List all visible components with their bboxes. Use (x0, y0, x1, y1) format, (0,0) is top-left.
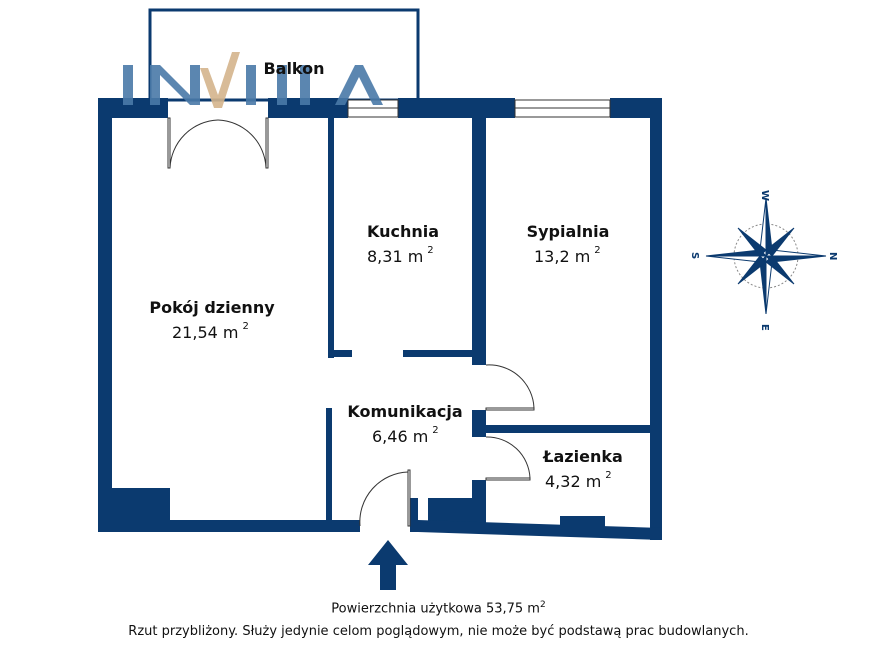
invilla-logo (123, 52, 383, 108)
area-sup: 2 (605, 470, 611, 481)
area-sup: 2 (242, 321, 248, 332)
svg-text:21,54 m2: 21,54 m 2 (172, 321, 249, 342)
room-kuchnia-label: Kuchnia (367, 222, 439, 241)
compass-rose-icon: W E N S (689, 190, 838, 331)
total-area-text: Powierzchnia użytkowa 53,75 m (331, 601, 540, 617)
room-sypialnia-area: 13,2 m (534, 247, 590, 266)
room-komunikacja-area: 6,46 m (372, 427, 428, 446)
compass-w: W (759, 190, 770, 201)
room-lazienka-label: Łazienka (542, 447, 623, 466)
room-kuchnia-area: 8,31 m (367, 247, 423, 266)
total-area-sup: 2 (539, 600, 546, 610)
area-sup: 2 (594, 245, 600, 256)
walls (98, 98, 662, 540)
area-sup: 2 (427, 245, 433, 256)
compass-n: N (827, 252, 838, 260)
room-komunikacja-label: Komunikacja (347, 402, 462, 421)
room-balkon-label: Balkon (263, 59, 324, 78)
room-sypialnia-label: Sypialnia (527, 222, 610, 241)
compass-e: E (759, 324, 770, 331)
total-area: Powierzchnia użytkowa 53,75 m2 (0, 600, 877, 616)
disclaimer: Rzut przybliżony. Służy jedynie celom po… (128, 624, 749, 639)
svg-text:8,31 m2: 8,31 m 2 (367, 245, 434, 266)
compass-s: S (689, 252, 700, 259)
doors (167, 117, 535, 527)
entrance-arrow-icon (368, 540, 408, 590)
room-pokoj-label: Pokój dzienny (149, 298, 275, 317)
area-sup: 2 (432, 425, 438, 436)
svg-text:13,2 m2: 13,2 m 2 (534, 245, 601, 266)
room-lazienka-area: 4,32 m (545, 472, 601, 491)
svg-text:4,32 m2: 4,32 m 2 (545, 470, 612, 491)
svg-text:6,46 m2: 6,46 m 2 (372, 425, 439, 446)
windows (347, 99, 611, 118)
room-pokoj-area: 21,54 m (172, 323, 238, 342)
